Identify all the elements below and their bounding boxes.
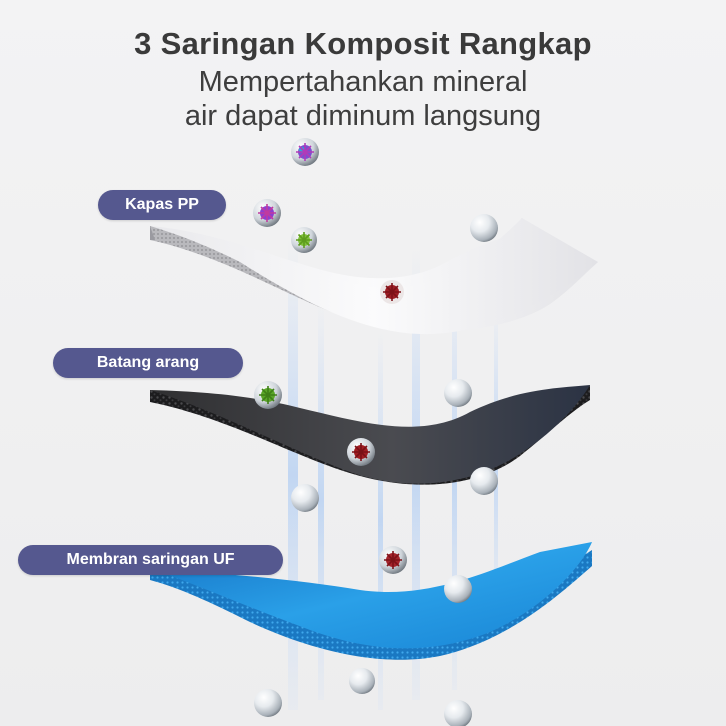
virus-icon bbox=[291, 227, 317, 253]
activated-carbon-layer bbox=[150, 385, 590, 485]
water-droplet-icon bbox=[254, 689, 282, 717]
uf-membrane-layer bbox=[150, 542, 592, 660]
water-droplet-icon bbox=[470, 214, 498, 242]
subtitle-line-1: Mempertahankan mineral bbox=[198, 66, 528, 98]
page-title: 3 Saringan Komposit Rangkap bbox=[134, 26, 592, 61]
layer-label-uf-membrane: Membran saringan UF bbox=[18, 545, 283, 575]
water-droplet-icon bbox=[444, 575, 472, 603]
virus-icon bbox=[254, 381, 282, 409]
impurities bbox=[253, 138, 407, 574]
water-droplet-icon bbox=[291, 484, 319, 512]
water-droplet-icon bbox=[444, 379, 472, 407]
water-droplet-icon bbox=[349, 668, 375, 694]
virus-icon bbox=[253, 199, 281, 227]
virus-icon bbox=[379, 546, 407, 574]
layer-label-carbon: Batang arang bbox=[53, 348, 243, 378]
virus-icon bbox=[291, 138, 319, 166]
pp-cotton-layer bbox=[150, 218, 598, 335]
virus-icon bbox=[347, 438, 375, 466]
water-droplet-icon bbox=[444, 700, 472, 726]
layer-label-pp-cotton: Kapas PP bbox=[98, 190, 226, 220]
virus-icon bbox=[380, 280, 404, 304]
water-droplet-icon bbox=[470, 467, 498, 495]
water-droplets bbox=[254, 214, 498, 726]
subtitle-line-2: air dapat diminum langsung bbox=[184, 100, 542, 132]
